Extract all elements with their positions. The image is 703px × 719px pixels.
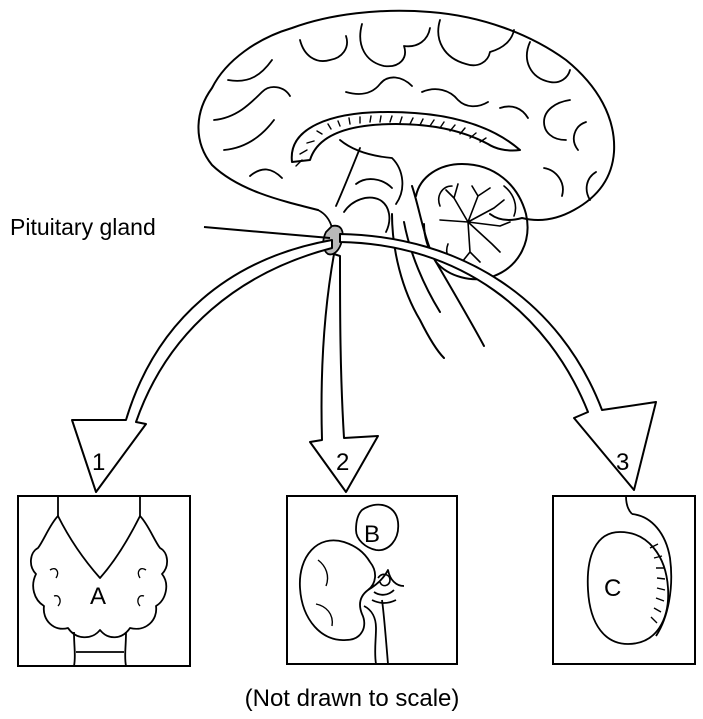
arrow-2-label: 2 — [336, 449, 349, 476]
arrow-3 — [340, 234, 656, 490]
brain-gyri — [214, 20, 596, 200]
arrow-1 — [72, 240, 332, 492]
pituitary-leader-line — [204, 227, 330, 238]
thalamus — [336, 140, 402, 206]
pituitary-gland-label: Pituitary gland — [10, 214, 156, 240]
gland-c-label: C — [604, 575, 621, 602]
arrow-1-label: 1 — [92, 449, 105, 476]
pituitary-stalk — [318, 198, 389, 232]
corpus-callosum — [292, 112, 520, 162]
gland-b-box: B — [287, 496, 457, 664]
brain-illustration — [198, 11, 614, 358]
cerebrum-outline — [198, 11, 614, 220]
gland-c-frame — [553, 496, 695, 664]
arrow-3-label: 3 — [616, 449, 629, 476]
gland-a-box: A — [18, 496, 190, 666]
cerebellum-outline — [416, 164, 528, 279]
caption: (Not drawn to scale) — [245, 685, 460, 712]
gland-c-box: C — [553, 496, 695, 664]
gland-b-label: B — [364, 521, 380, 548]
gland-a-frame — [18, 496, 190, 666]
arbor-vitae — [439, 184, 516, 266]
gland-a-label: A — [90, 583, 106, 610]
